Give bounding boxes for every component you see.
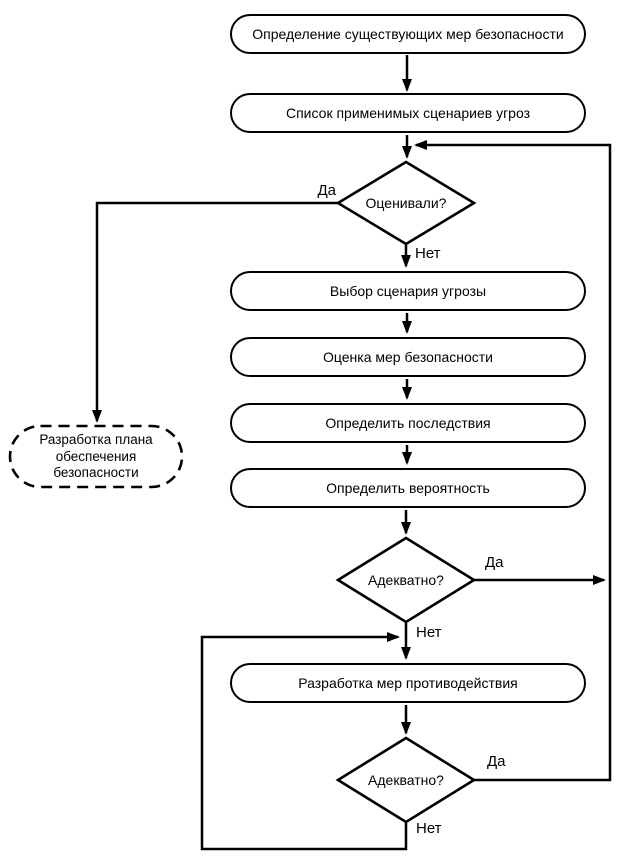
edge-evaluated-yes-to-plan [92,201,338,423]
decision-evaluated-label: Оценивали? [365,195,447,211]
node-security-plan-label-line1: Разработка плана [39,432,153,447]
edge-label-evaluated-no: Нет [415,245,441,262]
node-identify-existing-measures: Определение существующих мер безопасност… [230,14,586,54]
decision-adequate1-shape [335,536,477,624]
node-select-threat-scenario-label: Выбор сценария угрозы [329,283,487,299]
node-security-plan-label-line3: безопасности [53,465,139,480]
decision-evaluated-shape [335,160,477,246]
edge-label-evaluated-yes: Да [317,182,336,199]
node-assess-security-measures: Оценка мер безопасности [230,337,586,377]
node-determine-consequences-label: Определить последствия [325,415,491,431]
edge-adequate2-no-loop-to-countermeasures [200,632,408,851]
node-security-plan-label-line2: обеспечения [55,448,137,464]
edge-adequate2-yes-return-to-top [414,140,612,782]
node-select-threat-scenario: Выбор сценария угрозы [230,271,586,311]
node-identify-existing-measures-label: Определение существующих мер безопасност… [252,26,564,42]
node-threat-scenarios-list-label: Список применимых сценариев угроз [285,105,531,121]
node-determine-consequences: Определить последствия [230,403,586,443]
node-assess-security-measures-label: Оценка мер безопасности [323,349,493,365]
decision-adequate2-label: Адекватно? [368,772,444,788]
edge-label-adequate2-no: Нет [416,820,442,837]
edge-label-adequate1-no: Нет [416,624,442,641]
decision-adequate1-label: Адекватно? [368,572,444,588]
node-determine-probability-label: Определить вероятность [326,480,490,496]
decision-adequate2-shape [335,736,477,824]
node-develop-countermeasures-label: Разработка мер противодействия [298,675,518,691]
node-security-plan-label: Разработка плана обеспечения безопасност… [10,432,182,482]
node-security-plan-shape [8,424,184,489]
node-determine-probability: Определить вероятность [230,468,586,508]
edge-label-adequate2-yes: Да [487,753,506,770]
node-develop-countermeasures: Разработка мер противодействия [230,663,586,703]
node-threat-scenarios-list: Список применимых сценариев угроз [230,93,586,133]
edge-label-adequate1-yes: Да [485,554,504,571]
